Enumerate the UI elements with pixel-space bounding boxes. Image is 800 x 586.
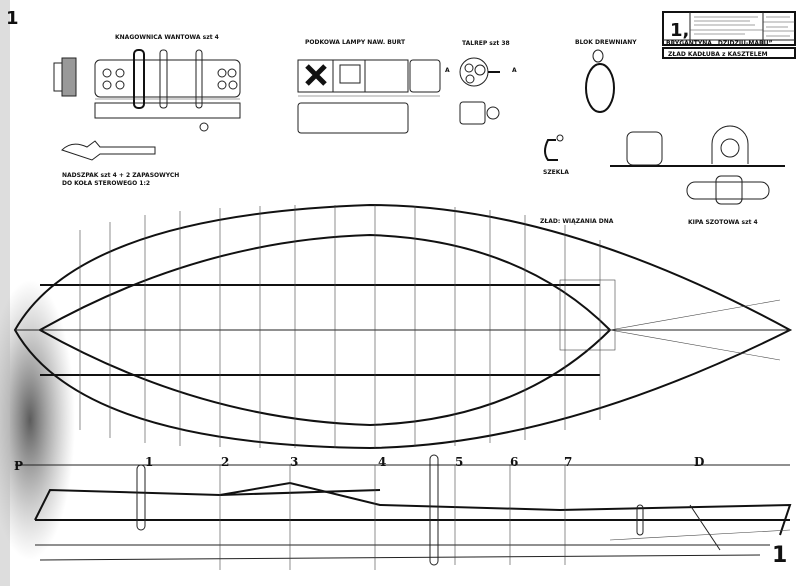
station-d: D [694, 455, 704, 469]
label-szekla: SZEKLA [543, 169, 569, 176]
detail-blok: BLOK DREWNIANY [575, 39, 637, 113]
hull-plan-view [13, 203, 793, 450]
detail-kipa: KIPA SZOTOWA szt 4 [610, 125, 785, 226]
station-p: P [14, 459, 23, 473]
ship-name: BRYGANTYNA „DZIDZIU-MARU” [666, 40, 773, 47]
station-2: 2 [221, 455, 229, 469]
label-blok: BLOK DREWNIANY [575, 39, 637, 46]
label-kipa: KIPA SZOTOWA szt 4 [688, 219, 758, 226]
detail-szekla: SZEKLA [543, 134, 569, 176]
title-block: 1, BRYGANTYNA „DZIDZIU-MARU” ZŁAD KADŁUB… [662, 11, 796, 59]
section-mark-a: A [445, 67, 450, 74]
detail-podkowa: PODKOWA LAMPY NAW. BURT [297, 39, 441, 134]
station-3: 3 [290, 455, 298, 469]
stain [0, 280, 75, 560]
hull-profile-view [34, 454, 792, 570]
label-nadszpak-2: DO KOŁA STEROWEGO 1:2 [62, 180, 150, 187]
label-nadszpak: NADSZPAK szt 4 + 2 ZAPASOWYCH [62, 172, 179, 179]
detail-knagownica: KNAGOWNICA WANTOWA szt 4 NADSZPAK szt 4 … [53, 34, 241, 187]
detail-talrep: TALREP szt 38 A A [445, 40, 517, 125]
station-labels: P 1 2 3 4 5 6 7 D [14, 455, 704, 473]
label-podkowa: PODKOWA LAMPY NAW. BURT [305, 39, 406, 46]
label-talrep: TALREP szt 38 [462, 40, 510, 47]
label-knagownica: KNAGOWNICA WANTOWA szt 4 [115, 34, 219, 41]
station-1: 1 [145, 455, 153, 469]
station-5: 5 [455, 455, 463, 469]
section-mark-a-right: A [512, 67, 517, 74]
drawing-title: ZŁAD KADŁUBA z KASZTELEM [668, 51, 768, 58]
sheet-number: 1, [670, 20, 689, 41]
sheet-corner-number: 1 [6, 8, 19, 29]
station-4: 4 [378, 455, 386, 469]
station-7: 7 [564, 455, 572, 469]
label-zlad: ZŁAD: WIĄZANIA DNA [540, 218, 614, 225]
station-6: 6 [510, 455, 518, 469]
sheet-corner-number-bottom: 1 [772, 543, 787, 568]
